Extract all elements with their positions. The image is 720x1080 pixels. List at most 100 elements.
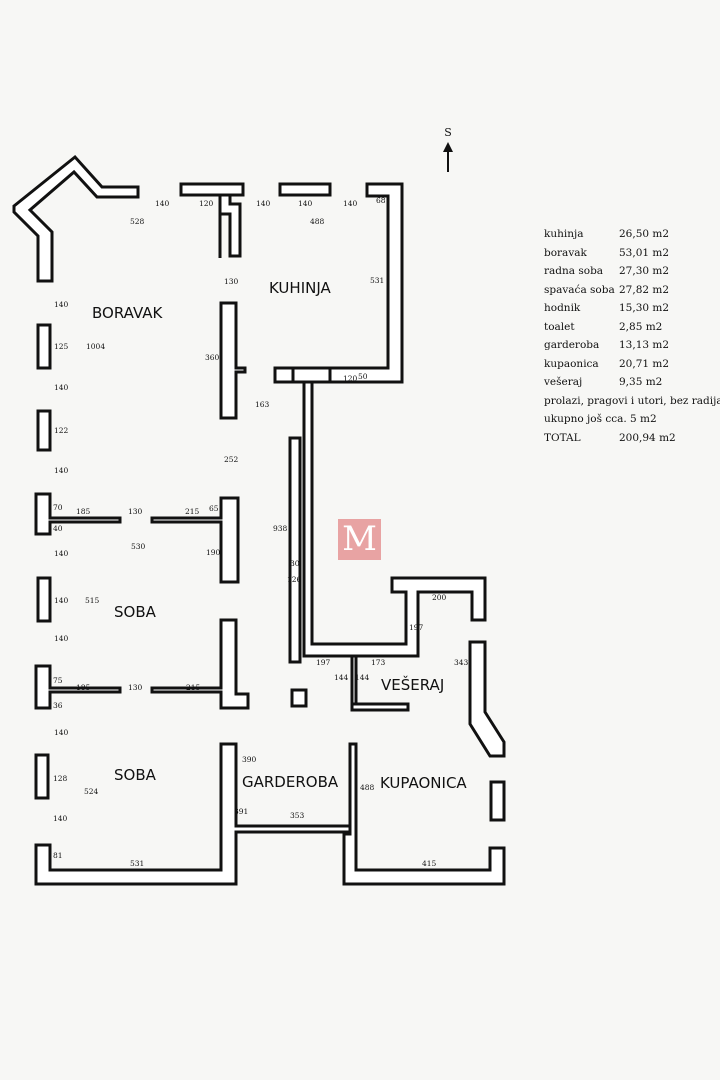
area-row: kupaonica 20,71 m2	[544, 358, 720, 377]
dim-label: 252	[224, 455, 239, 464]
dim-label: 120	[343, 374, 358, 383]
area-total-row: TOTAL 200,94 m2	[544, 432, 720, 451]
dim-label: 140	[256, 199, 271, 208]
dim-label: 528	[130, 217, 145, 226]
area-value: 13,13 m2	[619, 339, 670, 351]
dim-label: 130	[224, 277, 239, 286]
dim-label: 81	[53, 851, 63, 860]
dim-label: 197	[316, 658, 331, 667]
dim-label: 75	[53, 676, 63, 685]
dim-label: 70	[53, 503, 63, 512]
wall-kitchen-stub	[218, 193, 242, 258]
area-note: prolazi, pragovi i utori, bez radijato	[544, 394, 720, 407]
dim-label: 140	[155, 199, 170, 208]
area-name: radna soba	[544, 265, 604, 277]
area-value: 27,82 m2	[619, 283, 670, 296]
area-value: 15,30 m2	[619, 302, 670, 314]
area-name: toalet	[544, 320, 575, 333]
wall-veseraj-west	[290, 688, 308, 708]
area-row: garderoba 13,13 m2	[544, 339, 720, 358]
wall-northwest-angled	[12, 154, 140, 283]
dim-label: 360	[205, 353, 220, 362]
dim-label: 50	[358, 372, 368, 381]
area-note-row: prolazi, pragovi i utori, bez radijato	[544, 395, 720, 414]
dim-label: 343	[454, 658, 469, 667]
dim-label: 197	[409, 623, 424, 632]
dim-label: 30	[290, 559, 300, 568]
dim-label: 415	[422, 859, 437, 868]
wall-veseraj-south	[350, 702, 410, 712]
dim-label: 144	[334, 673, 349, 682]
dim-label: 185	[76, 507, 91, 516]
dim-label: 140	[54, 728, 69, 737]
area-value: 53,01 m2	[619, 246, 670, 259]
total-label: TOTAL	[544, 431, 581, 444]
north-label: S	[444, 126, 452, 139]
wall-west-3	[34, 492, 122, 536]
dim-label: 1004	[86, 342, 105, 351]
wall-top-1	[179, 182, 245, 197]
dim-label: 390	[242, 755, 257, 764]
area-name: spavaća soba	[544, 283, 615, 296]
dim-label: 65	[209, 504, 219, 513]
area-value: 26,50 m2	[619, 228, 670, 240]
wall-soba2-divider	[150, 618, 250, 710]
room-label-boravak: BORAVAK	[92, 304, 164, 322]
area-row: radna soba 27,30 m2	[544, 265, 720, 284]
room-label-kupaonica: KUPAONICA	[380, 774, 467, 792]
dim-label: 488	[310, 217, 325, 226]
dim-label: 130	[128, 507, 143, 516]
room-label-soba-2: SOBA	[114, 766, 157, 784]
wall-garderoba-west	[34, 742, 352, 886]
wall-hall-1	[288, 436, 302, 664]
wall-top-2	[278, 182, 332, 197]
area-note-row: ukupno još cca. 5 m2	[544, 413, 720, 432]
dim-label: 40	[53, 524, 63, 533]
dim-label: 530	[131, 542, 146, 551]
wall-hall-2	[302, 380, 487, 658]
area-name: boravak	[544, 246, 587, 259]
dim-label: 140	[54, 596, 69, 605]
area-note: ukupno još cca. 5 m2	[544, 413, 657, 425]
dim-label: 140	[343, 199, 358, 208]
dim-label: 200	[432, 593, 447, 602]
dim-label: 144	[355, 673, 370, 682]
dim-label: 391	[234, 807, 248, 816]
dim-label: 524	[84, 787, 99, 796]
dim-label: 140	[54, 300, 69, 309]
room-label-veseraj: VEŠERAJ	[381, 675, 444, 694]
dim-label: 36	[53, 701, 63, 710]
dim-label: 126	[287, 575, 302, 584]
wall-soba1-divider	[150, 496, 240, 584]
dim-label: 140	[54, 383, 69, 392]
wall-bottom-right	[342, 742, 506, 886]
area-value: 20,71 m2	[619, 357, 670, 370]
dim-label: 215	[186, 683, 201, 692]
area-value: 27,30 m2	[619, 265, 670, 277]
room-label-garderoba: GARDEROBA	[242, 773, 339, 791]
dim-label: 140	[54, 634, 69, 643]
area-name: vešeraj	[544, 376, 583, 388]
wall-kupaonica-east-2	[489, 780, 506, 822]
area-name: garderoba	[544, 339, 600, 351]
area-name: hodnik	[544, 302, 581, 314]
dim-label: 190	[206, 548, 221, 557]
wall-west-5	[34, 664, 122, 710]
dim-label: 140	[54, 549, 69, 558]
wall-west-6	[34, 753, 50, 800]
dim-label: 215	[185, 507, 200, 516]
wall-west-2	[36, 409, 52, 452]
total-value: 200,94 m2	[619, 431, 676, 444]
dim-label: 122	[54, 426, 69, 435]
area-row: spavaća soba 27,82 m2	[544, 284, 720, 303]
dim-label: 173	[371, 658, 386, 667]
dim-label: 488	[360, 783, 375, 792]
dim-label: 140	[53, 814, 68, 823]
dim-label: 531	[130, 859, 144, 868]
area-name: kupaonica	[544, 357, 599, 370]
